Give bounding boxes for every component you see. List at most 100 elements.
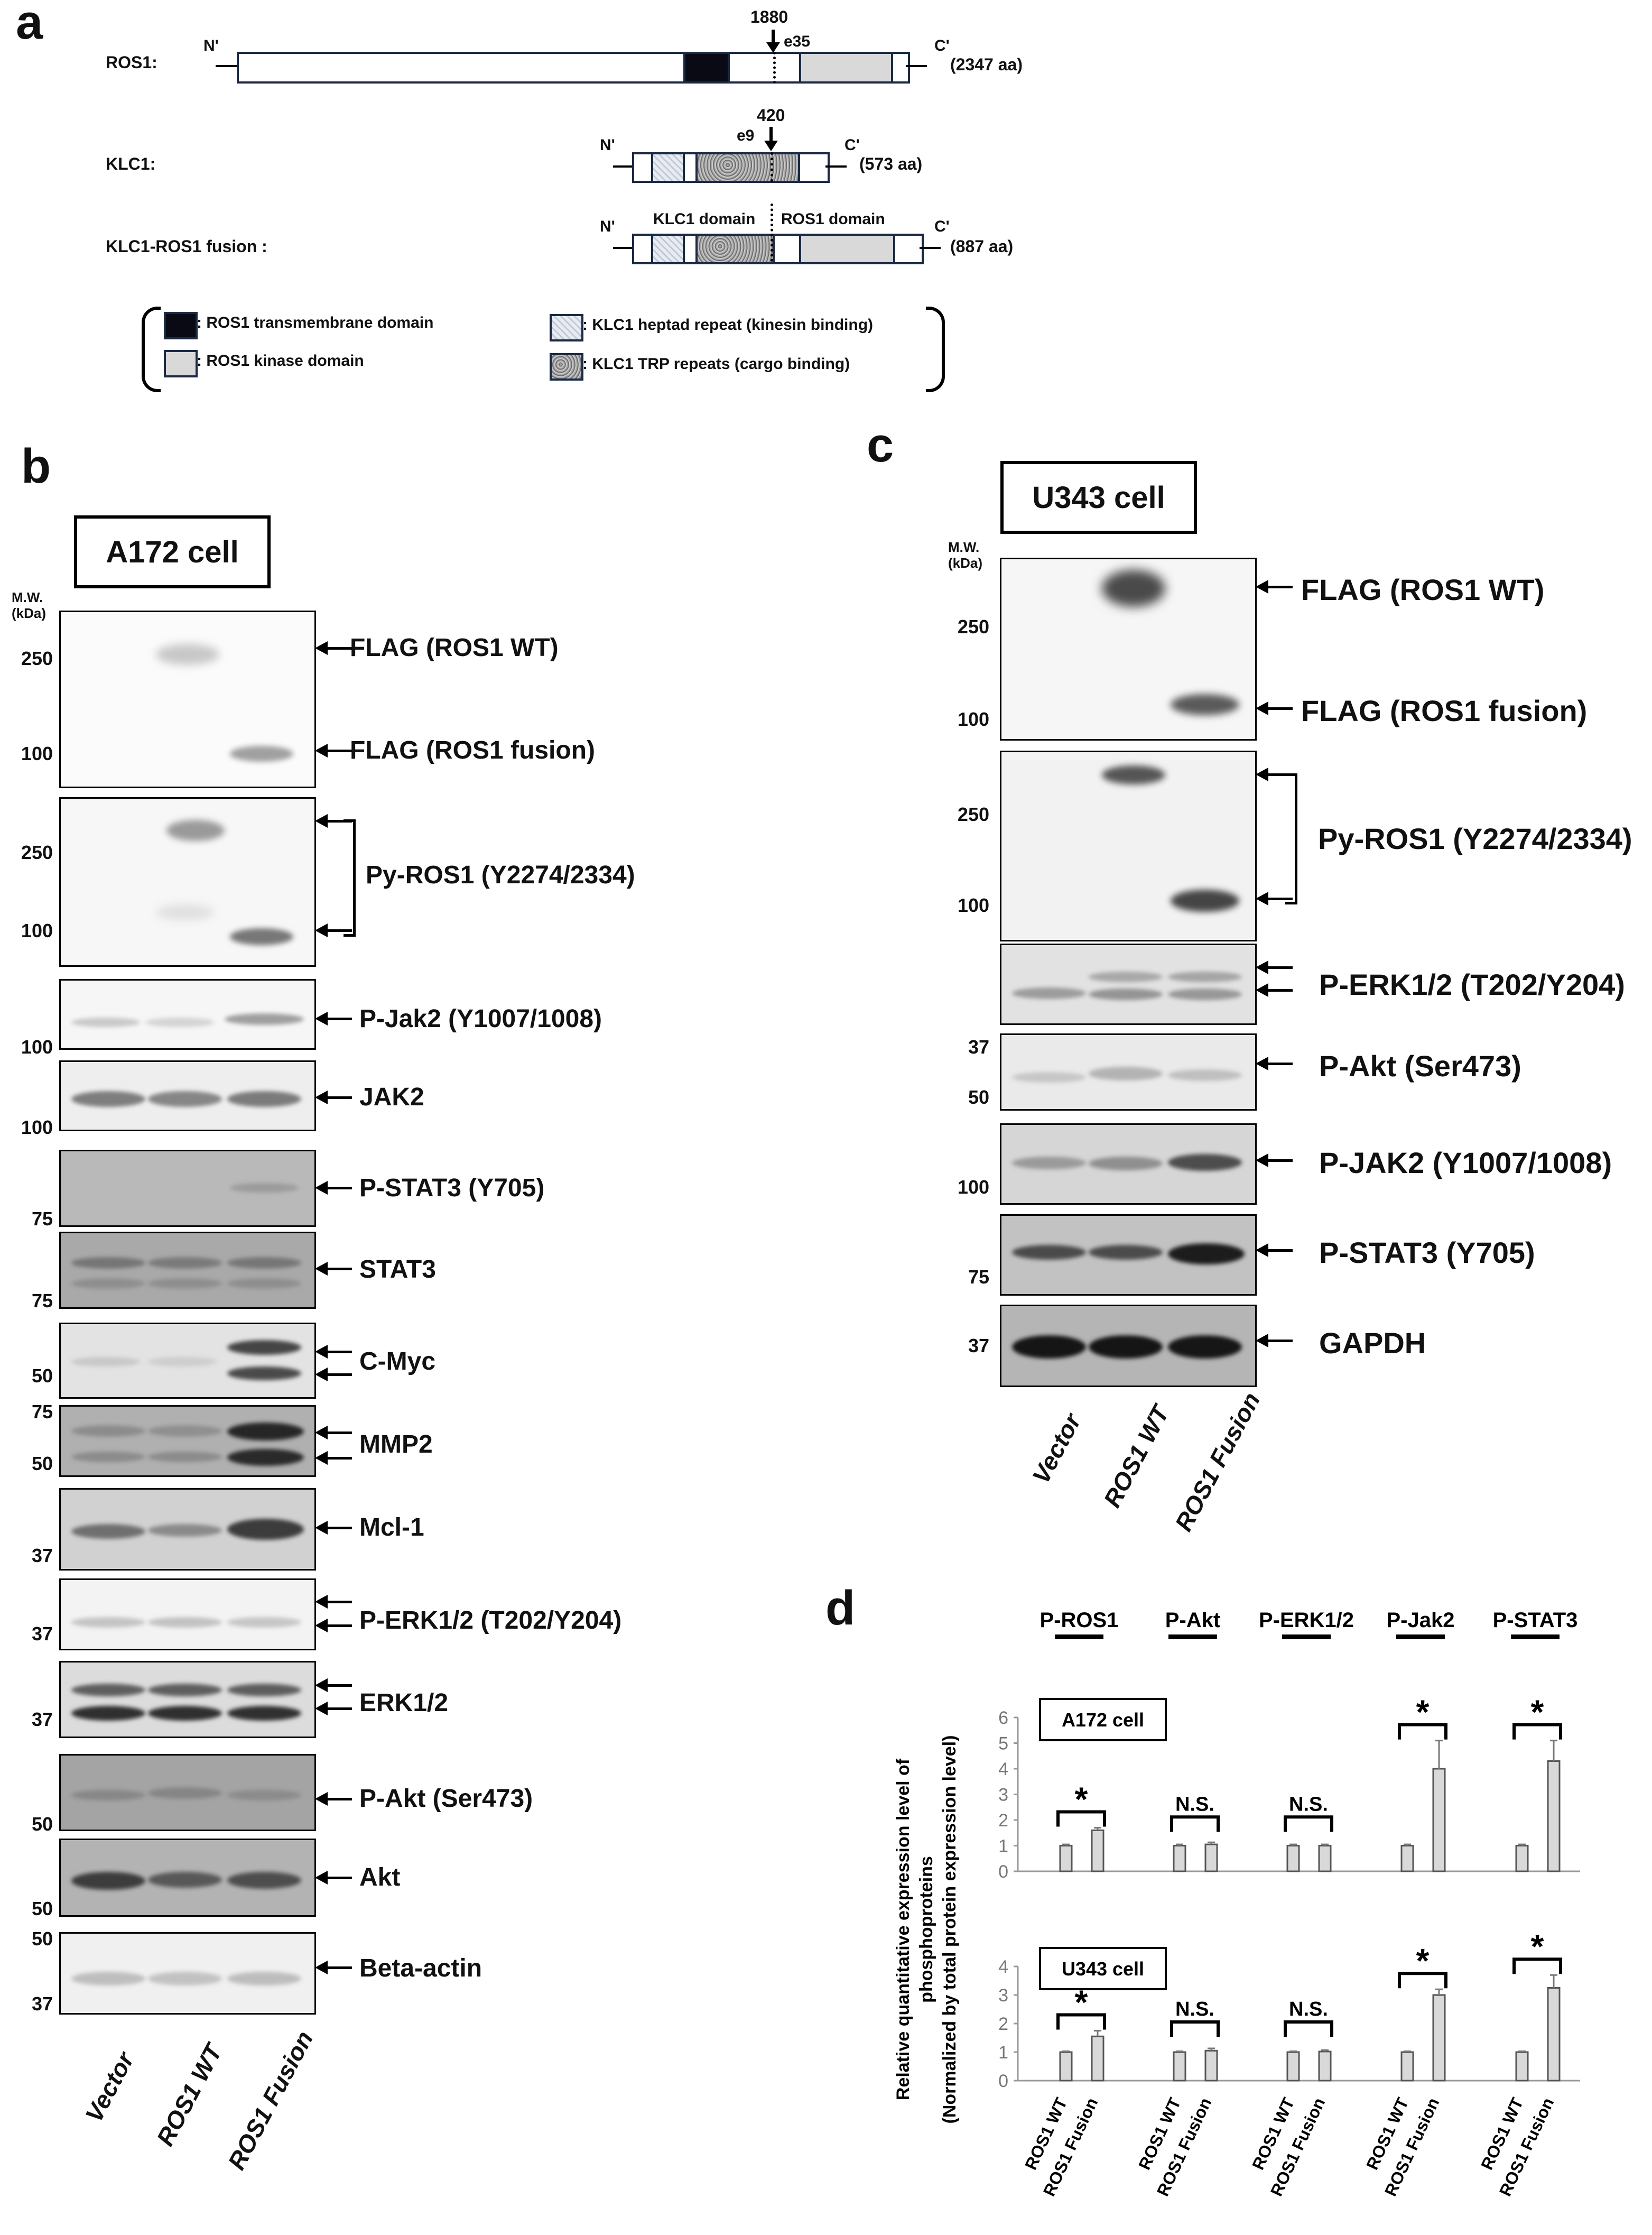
band-arrow-line (326, 1966, 352, 1969)
protein-band (148, 1452, 222, 1462)
protein-band (1089, 1245, 1163, 1260)
protein-band (1012, 1335, 1086, 1359)
klc1-trp-repeats (695, 152, 800, 183)
protein-band (230, 1183, 299, 1193)
bar (1091, 2035, 1105, 2082)
y-tick-label: 4 (998, 1957, 1008, 1977)
mw-marker: 50 (31, 1898, 53, 1919)
y-tick-label: 3 (998, 1785, 1008, 1805)
mw-marker: 100 (957, 1176, 989, 1198)
fusion-trp-repeats (695, 234, 775, 264)
band-arrow-line (326, 1707, 352, 1710)
group-label: P-STAT3 (1493, 1609, 1578, 1632)
blot-image (59, 1405, 316, 1477)
chart-title-box (1039, 1698, 1167, 1741)
mw-marker: 37 (968, 1036, 989, 1058)
bar (1091, 1829, 1105, 1872)
protein-band (148, 1684, 222, 1696)
bar (1286, 2051, 1300, 2082)
legend-kinase-swatch (164, 350, 198, 377)
y-tick-label: 5 (998, 1734, 1008, 1754)
blot-label: ERK1/2 (359, 1689, 449, 1717)
mw-marker: 250 (957, 804, 989, 825)
panel-b-cell-line-box: A172 cell (74, 515, 271, 588)
protein-band (1168, 989, 1242, 1000)
panel-c-mw-header: M.W. (kDa) (948, 539, 983, 571)
group-label: P-ROS1 (1040, 1609, 1119, 1632)
protein-band (227, 1091, 301, 1107)
blot-label: FLAG (ROS1 WT) (350, 634, 559, 662)
protein-band (71, 1018, 140, 1027)
protein-band (1089, 1067, 1163, 1080)
significance-bracket (1056, 1810, 1106, 1827)
bar (1318, 1845, 1332, 1872)
y-tick-label: 2 (998, 1811, 1008, 1831)
blot-label: P-ERK1/2 (T202/Y204) (1319, 968, 1625, 1001)
protein-band (148, 1091, 222, 1107)
legend-kinase-label: : ROS1 kinase domain (197, 352, 364, 370)
blot-label: Py-ROS1 (Y2274/2334) (1318, 822, 1632, 855)
significance-bracket (1056, 2013, 1106, 2030)
mw-marker: 75 (31, 1401, 53, 1423)
panel-c-cell-line-box: U343 cell (1000, 461, 1197, 534)
significance-bracket (1170, 1815, 1220, 1832)
bar (1400, 2051, 1414, 2082)
ros1-label: ROS1: (106, 53, 157, 72)
band-arrow-line (326, 1018, 352, 1020)
protein-band (71, 1872, 145, 1890)
band-arrow-line (1266, 773, 1293, 776)
klc1-c-term: C' (844, 136, 860, 154)
protein-band (1089, 1335, 1163, 1359)
band-arrow-line (326, 820, 352, 823)
band-arrow-line (1266, 1340, 1293, 1342)
band-arrow-line (326, 1877, 352, 1879)
significance-mark: * (1075, 1780, 1088, 1818)
protein-band (1012, 1072, 1086, 1083)
significance-mark: * (1531, 1927, 1544, 1965)
blot-label: P-ERK1/2 (T202/Y204) (359, 1606, 622, 1634)
group-label: P-ERK1/2 (1259, 1609, 1354, 1632)
chart-title-box (1039, 1947, 1167, 1990)
protein-band (230, 746, 293, 762)
fusion-c-term: C' (934, 218, 950, 235)
significance-bracket (1284, 2020, 1333, 2037)
group-underline (1055, 1634, 1103, 1639)
protein-band (227, 1423, 304, 1440)
blot-label: JAK2 (359, 1083, 424, 1111)
blot-label: P-STAT3 (Y705) (359, 1174, 545, 1202)
mw-marker: 75 (31, 1208, 53, 1230)
mw-marker: 50 (31, 1928, 53, 1950)
blot-label: P-Akt (Ser473) (1319, 1049, 1521, 1083)
panel-a-letter: a (16, 0, 43, 49)
y-tick-label: 0 (998, 2071, 1008, 2091)
protein-band (166, 820, 225, 841)
blot-label: Py-ROS1 (Y2274/2334) (366, 861, 635, 889)
band-arrow-line (326, 1798, 352, 1800)
mw-marker: 100 (21, 1036, 53, 1058)
protein-band (1168, 1243, 1245, 1264)
legend-heptad-label: : KLC1 heptad repeat (kinesin binding) (582, 316, 874, 334)
bar (1515, 1845, 1529, 1872)
blot-image (59, 1323, 316, 1399)
panel-b-letter: b (21, 439, 51, 493)
protein-band (230, 928, 293, 945)
blot-image (59, 1754, 316, 1831)
mw-marker: 100 (21, 920, 53, 941)
protein-band (156, 644, 219, 665)
protein-band (148, 1617, 222, 1628)
blot-label: MMP2 (359, 1430, 433, 1458)
significance-mark: * (1075, 1983, 1088, 2021)
band-arrow-line (326, 1373, 352, 1376)
protein-band (71, 1706, 145, 1721)
protein-band (1171, 890, 1239, 912)
chart-title: A172 cell (1062, 1709, 1144, 1731)
ros1-c-term: C' (934, 37, 950, 54)
protein-band (148, 1425, 222, 1437)
protein-band (148, 1972, 222, 1985)
group-underline (1511, 1634, 1560, 1639)
group-underline (1282, 1634, 1331, 1639)
protein-band (71, 1091, 145, 1107)
mw-marker: 37 (31, 1993, 53, 2015)
bar (1400, 1845, 1414, 1872)
blot-label: FLAG (ROS1 fusion) (1301, 694, 1588, 727)
